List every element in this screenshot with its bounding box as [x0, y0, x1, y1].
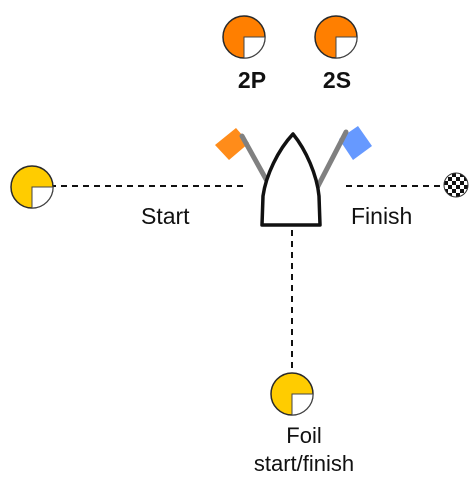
foil-label-line-1: Foil [286, 423, 322, 448]
yellow-buoy-icon [270, 372, 314, 416]
committee-boat-icon [260, 132, 322, 227]
orange-buoy-icon [222, 15, 266, 59]
foil-label-line-2: start/finish [253, 451, 355, 476]
orange-buoy-icon [314, 15, 358, 59]
orange-flag-icon [215, 128, 275, 193]
checkered-flag-icon [443, 172, 469, 198]
blue-flag-icon [314, 126, 372, 191]
yellow-buoy-icon [10, 165, 54, 209]
finish-label: Finish [351, 203, 413, 229]
start-label: Start [141, 203, 190, 229]
mark-label-2p: 2P [237, 67, 267, 93]
mark-label-2s: 2S [322, 67, 352, 93]
foil-label: Foil start/finish [254, 422, 354, 478]
